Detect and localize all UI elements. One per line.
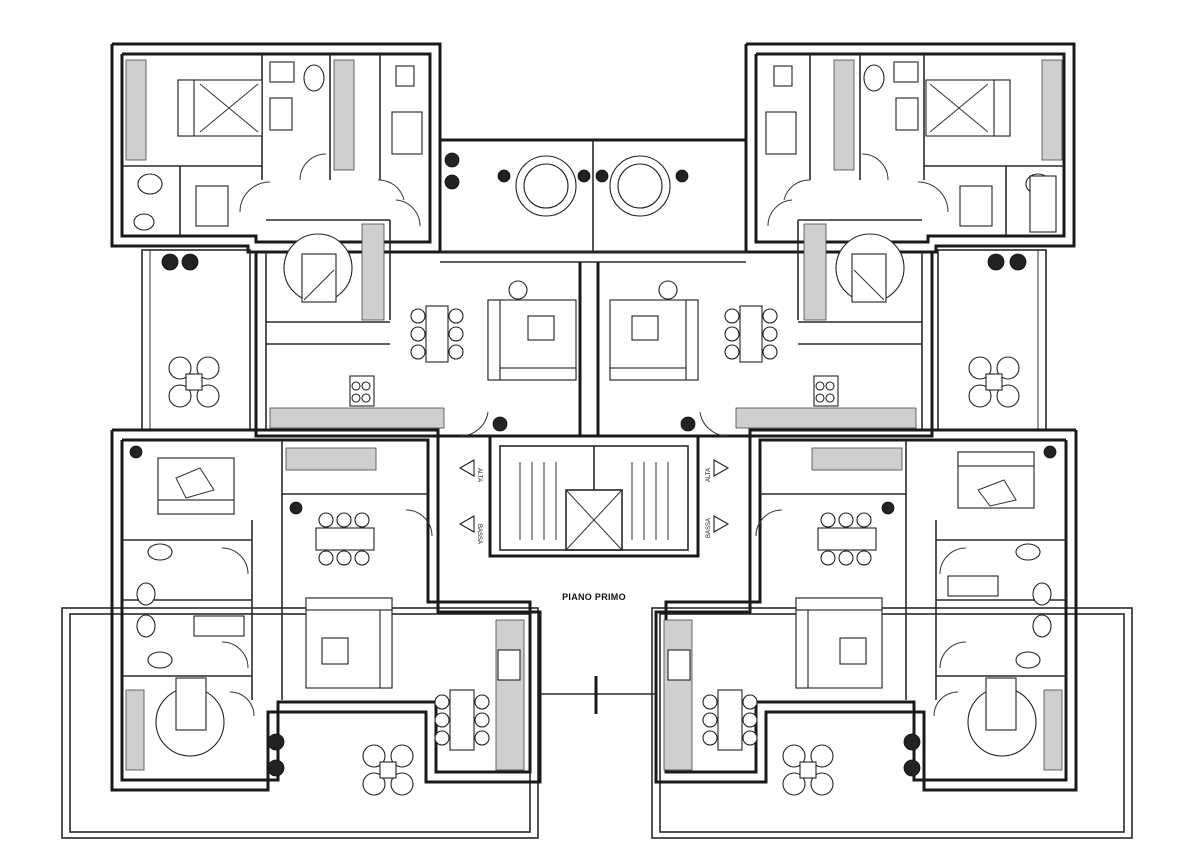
terrace-outline-right (651, 607, 1133, 839)
dining-table-lower-left (315, 512, 375, 566)
round-bed-lower-left (155, 677, 225, 757)
dining-table-lower-right (817, 512, 877, 566)
living-sofa-lower-left (305, 597, 393, 689)
wardrobes (125, 59, 1063, 771)
kitchen-appliances (349, 375, 839, 681)
staircase (519, 446, 669, 551)
bathroom-fixtures (133, 61, 1057, 669)
dining-table-upper-right (724, 305, 778, 363)
outdoor-table-lower-right-terrace (782, 744, 834, 796)
balcony-right (937, 249, 1047, 431)
bed-lower-right (957, 451, 1035, 509)
dining-table-upper-left (410, 305, 464, 363)
stair-arrow-3-label: ALTA (706, 468, 712, 482)
outdoor-table-lower-left-terrace (362, 744, 414, 796)
stair-arrow-3: ALTA (706, 459, 730, 482)
balcony-left (141, 249, 251, 431)
round-bed-upper-left (283, 233, 353, 303)
dining-table-kitchen-lower-right (702, 689, 758, 751)
dining-table-kitchen-lower-left (434, 689, 490, 751)
door-swings (221, 153, 967, 717)
stair-arrow-4: BASSA (706, 515, 730, 538)
outdoor-table-right-balcony (968, 356, 1020, 408)
round-bed-upper-right (835, 233, 905, 303)
plants (129, 253, 1057, 777)
stair-arrow-2-label: BASSA (476, 524, 482, 544)
bed-top-right (925, 79, 1011, 137)
living-sofa-upper-right (609, 280, 699, 381)
stair-arrow-4-label: BASSA (706, 518, 712, 538)
bed-top-left (177, 79, 263, 137)
balcony-loungers (444, 152, 689, 217)
living-sofa-lower-right (795, 597, 883, 689)
stair-arrow-1: ALTA (458, 459, 482, 482)
floor-label: PIANO PRIMO (562, 592, 626, 602)
stair-arrow-2: BASSA (458, 515, 482, 544)
building-walls (110, 42, 1078, 792)
interior-partitions (122, 54, 1066, 771)
outdoor-table-left-balcony (168, 356, 220, 408)
stair-arrow-1-label: ALTA (476, 468, 482, 482)
round-bed-lower-right (967, 677, 1037, 757)
bed-lower-left (157, 457, 235, 515)
living-sofa-upper-left (487, 280, 577, 381)
